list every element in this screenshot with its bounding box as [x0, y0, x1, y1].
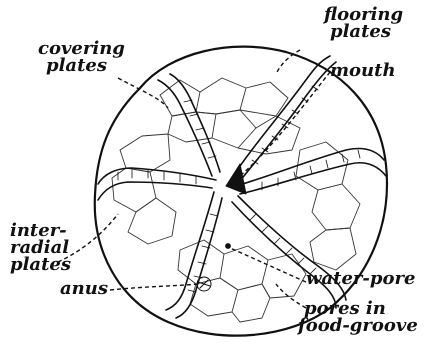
label-water-pore: water-pore: [306, 270, 415, 287]
label-anus: anus: [60, 280, 108, 297]
anus-periproct: [197, 277, 211, 291]
label-flooring-plates: flooring plates: [324, 6, 403, 40]
mouth-opening: [226, 164, 246, 194]
label-pores-in-food-groove: pores in food-groove: [298, 300, 418, 334]
label-mouth: mouth: [330, 62, 396, 79]
label-covering-plates: covering plates: [38, 40, 125, 74]
leader-water-pore: [230, 248, 306, 282]
water-pore-mark: [226, 244, 231, 249]
label-interradial-plates: inter- radial plates: [10, 222, 71, 273]
